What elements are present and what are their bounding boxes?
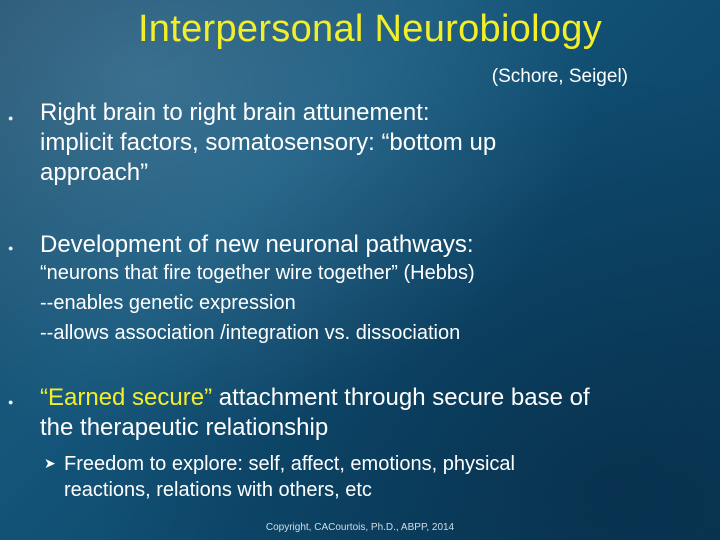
bullet-1-line-3: approach” xyxy=(40,159,149,186)
bullet-2-line-3: --allows association /integration vs. di… xyxy=(40,322,461,344)
bullet-1-line-2: implicit factors, somatosensory: “bottom… xyxy=(40,129,497,156)
bullet-3-line-1: “Earned secure” attachment through secur… xyxy=(40,383,590,413)
slide-attribution: (Schore, Seigel) xyxy=(491,66,628,87)
bullet-1: Right brain to right brain attunement: i… xyxy=(40,98,496,188)
earned-secure-highlight: “Earned secure” xyxy=(40,384,213,411)
bullet-dot-icon: ● xyxy=(8,243,14,253)
bullet-2-details: “neurons that fire together wire togethe… xyxy=(40,258,475,348)
bullet-3-sub-line-2: reactions, relations with others, etc xyxy=(64,479,372,501)
bullet-dot-icon: ● xyxy=(8,397,14,407)
bullet-2-line-2: --enables genetic expression xyxy=(40,292,296,314)
bullet-3-line-1-rest: attachment through secure base of xyxy=(212,384,590,411)
bullet-1-line-1: Right brain to right brain attunement: xyxy=(40,99,430,126)
copyright-footer: Copyright, CACourtois, Ph.D., ABPP, 2014 xyxy=(265,522,455,533)
bullet-dot-icon: ● xyxy=(8,113,14,123)
bullet-3-line-2: the therapeutic relationship xyxy=(40,414,329,441)
bullet-3: “Earned secure” attachment through secur… xyxy=(40,383,590,443)
bullet-3-sub-line-1: Freedom to explore: self, affect, emotio… xyxy=(64,453,515,475)
bullet-2-heading: Development of new neuronal pathways: xyxy=(40,231,474,258)
sub-bullet-arrow-icon: ➤ xyxy=(44,455,56,471)
bullet-3-sub: Freedom to explore: self, affect, emotio… xyxy=(64,451,515,503)
slide-title: Interpersonal Neurobiology xyxy=(137,8,603,50)
bullet-2-line-1: “neurons that fire together wire togethe… xyxy=(40,262,475,284)
